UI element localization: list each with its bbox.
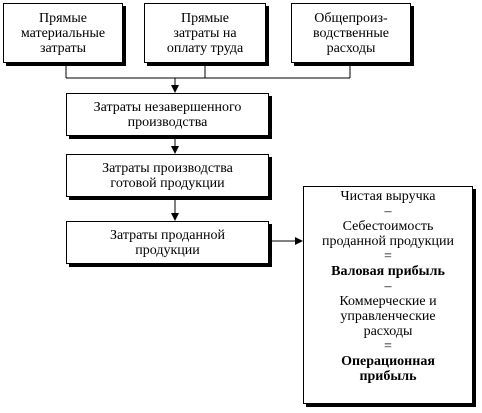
box-line: Прямые bbox=[180, 10, 230, 26]
box-line: Затраты незавершенного bbox=[93, 99, 242, 115]
pl-result: Операционная bbox=[341, 354, 435, 369]
pl-line: Чистая выручка bbox=[340, 189, 436, 204]
box-line: производства bbox=[127, 114, 208, 130]
cost-of-goods-sold-box: Затраты проданной продукции bbox=[66, 221, 269, 264]
box-line: затраты на bbox=[173, 25, 237, 41]
finished-goods-costs-box: Затраты производства готовой продукции bbox=[66, 154, 269, 197]
pl-line: проданной продукции bbox=[322, 234, 454, 249]
box-line: продукции bbox=[135, 242, 200, 258]
box-line: расходы bbox=[326, 40, 376, 56]
direct-labor-box: Прямые затраты на оплату труда bbox=[144, 3, 266, 63]
box-line: Затраты проданной bbox=[110, 227, 225, 243]
box-line: Прямые bbox=[38, 10, 88, 26]
pl-line: расходы bbox=[363, 324, 413, 339]
wip-costs-box: Затраты незавершенного производства bbox=[66, 93, 269, 136]
pl-operator: = bbox=[384, 339, 392, 354]
overhead-box: Общепроиз- водственные расходы bbox=[291, 3, 411, 63]
pl-operator: = bbox=[384, 249, 392, 264]
box-line: Затраты производства bbox=[102, 160, 233, 176]
income-statement-box: Чистая выручка – Себестоимость проданной… bbox=[303, 186, 473, 404]
box-line: готовой продукции bbox=[110, 175, 225, 191]
box-line: Общепроиз- bbox=[314, 10, 388, 26]
pl-operator: – bbox=[384, 279, 392, 294]
direct-materials-box: Прямые материальные затраты bbox=[3, 3, 123, 63]
pl-operator: – bbox=[384, 204, 392, 219]
pl-line: Себестоимость bbox=[342, 219, 434, 234]
box-line: водственные bbox=[313, 25, 389, 41]
box-line: оплату труда bbox=[166, 40, 244, 56]
pl-line: управленческие bbox=[340, 309, 436, 324]
pl-line: Коммерческие и bbox=[339, 294, 437, 309]
box-line: затраты bbox=[39, 40, 87, 56]
pl-result: Валовая прибыль bbox=[331, 264, 445, 279]
pl-result: прибыль bbox=[359, 369, 417, 384]
box-line: материальные bbox=[20, 25, 106, 41]
